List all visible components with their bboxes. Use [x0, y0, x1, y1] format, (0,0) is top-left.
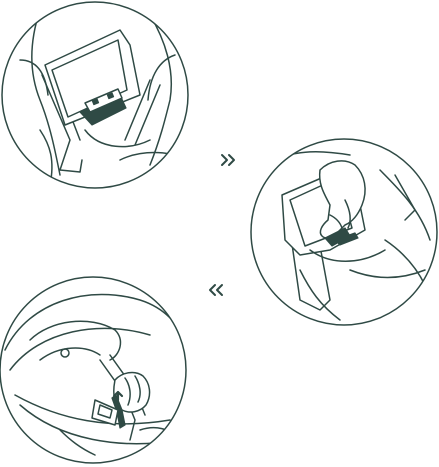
double-chevron-left-icon: [210, 285, 222, 295]
step-2-illustration: [251, 139, 437, 325]
step-1-illustration: [2, 2, 188, 188]
step-3-illustration: [0, 277, 186, 463]
double-chevron-right-icon: [222, 155, 234, 165]
step-3-circle-frame: [0, 277, 186, 463]
